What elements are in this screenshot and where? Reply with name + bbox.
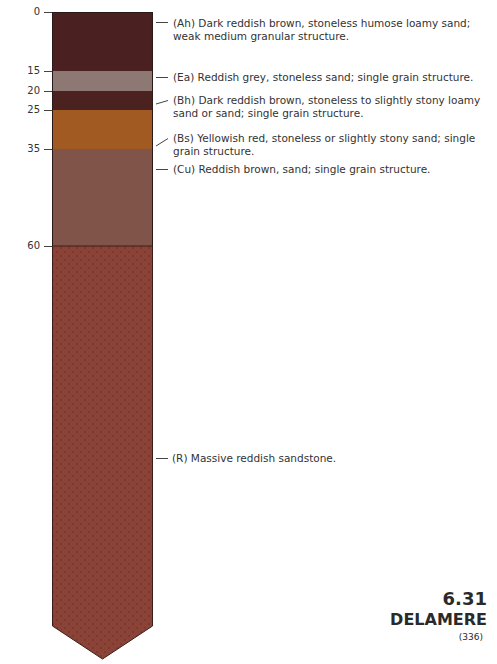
depth-label: 0 (10, 6, 40, 17)
depth-label: 25 (10, 104, 40, 115)
horizon-description: (Ah) Dark reddish brown, stoneless humos… (173, 17, 485, 43)
map-unit-code: (336) (459, 632, 483, 642)
horizon-description: (Bh) Dark reddish brown, stoneless to sl… (173, 94, 485, 120)
soil-horizon-band: (Bs) Yellowish red, stoneless or slightl… (52, 110, 153, 149)
horizon-description: (Ea) Reddish grey, stoneless sand; singl… (173, 71, 485, 84)
soil-horizon-band: (Cu) Reddish brown, sand; single grain s… (52, 149, 153, 246)
soil-horizon-band: (Ea) Reddish grey, stoneless sand; singl… (52, 71, 153, 91)
soil-series-name: DELAMERE (390, 610, 487, 629)
horizon-description: (Bs) Yellowish red, stoneless or slightl… (173, 132, 485, 158)
depth-label: 60 (10, 240, 40, 251)
soil-horizon-band: (R) Massive reddish sandstone. (52, 246, 153, 660)
horizon-description: (R) Massive reddish sandstone. (172, 452, 484, 465)
depth-label: 15 (10, 65, 40, 76)
bedrock-shape (52, 246, 153, 660)
depth-ticks (44, 13, 52, 247)
horizon-description: (Cu) Reddish brown, sand; single grain s… (173, 163, 485, 176)
soil-horizon-band: (Bh) Dark reddish brown, stoneless to sl… (52, 91, 153, 110)
profile-number: 6.31 (443, 588, 487, 609)
soil-horizon-band: (Ah) Dark reddish brown, stoneless humos… (52, 12, 153, 71)
depth-label: 35 (10, 143, 40, 154)
callout-leaders (156, 23, 168, 459)
depth-label: 20 (10, 85, 40, 96)
